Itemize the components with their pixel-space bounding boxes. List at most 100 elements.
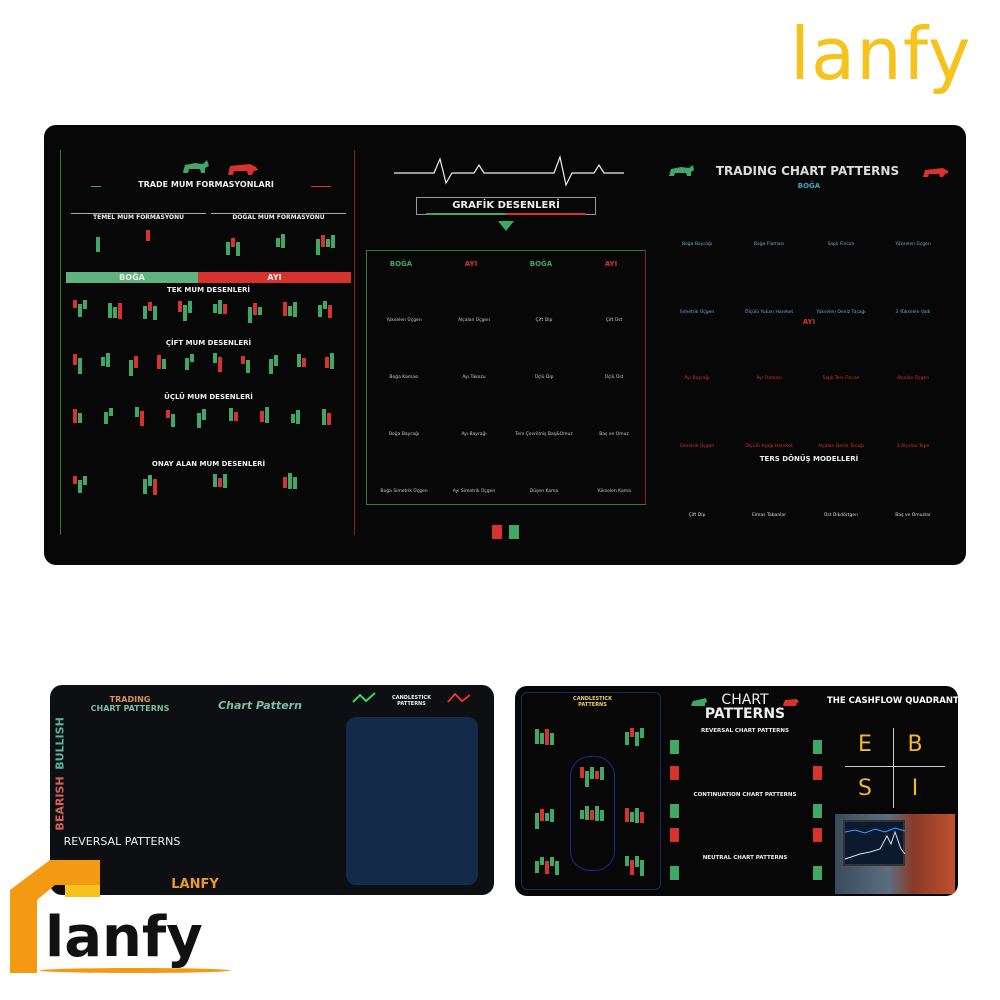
pattern-candle [166, 410, 171, 418]
candle [600, 810, 604, 821]
pattern-candle [143, 306, 147, 319]
candle [635, 808, 639, 823]
br-chart: CHART [721, 692, 769, 708]
chart-pattern-label: Alçalan Üçgen [896, 376, 930, 381]
bear-icon [783, 699, 799, 706]
bear-icon [923, 168, 948, 177]
trader-photo [835, 814, 955, 894]
pattern-candle [78, 413, 82, 423]
pattern-candle [274, 355, 278, 366]
natural-candle [276, 238, 280, 247]
pattern-candle [183, 305, 187, 321]
chart-pattern-label: Çift Dip [688, 513, 706, 518]
right-title: TRADING CHART PATTERNS [715, 164, 900, 178]
natural-candle [236, 242, 240, 256]
bull-bear-badge [813, 740, 822, 754]
pattern-candle [197, 413, 202, 428]
pattern-candle [109, 408, 114, 416]
bull-bear-badge [670, 866, 679, 880]
candle [545, 729, 549, 745]
pattern-candle [288, 473, 292, 489]
pattern-candle [233, 412, 238, 421]
candle [635, 856, 639, 867]
mousepad-turkish-trading: TRADE MUM FORMASYONLARI TEMEL MUM FORMAS… [44, 125, 966, 565]
pattern-label: Baş ve Omuz [599, 432, 629, 437]
bl-bearish: BEARISH [53, 776, 67, 831]
pattern-candle [269, 359, 273, 374]
bl-title-trading: TRADING [109, 695, 151, 704]
pattern-grid-frame [366, 250, 646, 505]
candlestick-section [521, 692, 661, 890]
chart-pattern-label: Boğa Bayrağı [681, 242, 713, 247]
column-header-bear: AYI [604, 260, 618, 268]
pattern-candle [246, 360, 250, 373]
chart-pattern-label: Ayı Flaması [756, 376, 782, 381]
pattern-candle [248, 307, 252, 323]
bear-label: AYI [267, 273, 282, 282]
candle [585, 806, 589, 820]
pattern-label: Ayı Takozu [462, 375, 486, 380]
pattern-candle [218, 300, 222, 314]
candle [630, 812, 634, 822]
candlestick-oval [570, 756, 615, 871]
br-section-neutral: NEUTRAL CHART PATTERNS [702, 855, 788, 861]
candle [600, 767, 604, 780]
monitor-line [844, 827, 906, 860]
natural-candle [326, 239, 330, 247]
pattern-label: Ayı Bayrağı [461, 432, 487, 437]
pattern-label: Yükselen Üçgen [386, 318, 422, 323]
chart-pattern-label: Simetrik Üçgen [679, 310, 715, 315]
pattern-label: Alçalan Üçgen [457, 318, 491, 323]
candle [550, 733, 554, 745]
bull-icon [691, 698, 707, 706]
candle [590, 810, 594, 820]
pattern-label: Ayı Simetrik Üçgen [452, 489, 496, 494]
bear-badge-icon [492, 525, 502, 539]
natural-candle [316, 239, 320, 255]
natural-candle [321, 235, 325, 247]
bear-bar: AYI [198, 272, 351, 283]
pattern-candle [218, 357, 222, 372]
candle [545, 861, 549, 874]
bull-bear-badge [813, 766, 822, 780]
column-header-bull: BOĞA [529, 260, 553, 268]
bull-head-icon [498, 221, 514, 231]
candle [625, 808, 629, 822]
pattern-candle [129, 360, 133, 376]
br-section-continuation: CONTINUATION CHART PATTERNS [693, 792, 797, 798]
pattern-candle [140, 411, 145, 426]
natural-candle [226, 242, 230, 255]
candle [535, 813, 539, 829]
chart-pattern-label: Yükselen Üçgen [895, 242, 931, 247]
left-title: TRADE MUM FORMASYONLARI [101, 180, 311, 189]
br-section-reversal: REVERSAL CHART PATTERNS [701, 728, 789, 734]
candle [555, 861, 559, 875]
bull-bear-badge [670, 828, 679, 842]
pattern-candle [213, 474, 217, 487]
pattern-candle [104, 412, 109, 424]
brand-logo-mark [5, 855, 105, 975]
pattern-label: Boğa Simetrik Üçgen [380, 489, 428, 494]
pattern-candle [78, 358, 82, 374]
chart-pattern-label: Ayı Bayrağı [684, 376, 710, 381]
brand-logo-text: lanfy [790, 12, 972, 96]
pattern-candle [153, 479, 157, 495]
natural-candle [281, 234, 285, 248]
pattern-candle [330, 353, 334, 369]
pattern-candle [293, 302, 297, 317]
candlestick-panel: TRADE MUM FORMASYONLARI TEMEL MUM FORMAS… [60, 150, 355, 535]
basic-candle [96, 237, 100, 252]
section-confirmed: ONAY ALAN MUM DESENLERİ [151, 460, 266, 468]
candle [630, 728, 634, 737]
pattern-candle [213, 353, 217, 363]
bull-bear-badge [813, 804, 822, 818]
candle [635, 732, 639, 746]
candle [585, 771, 589, 787]
chart-pattern-label: Ölçülü Aşağı Hareket [745, 444, 793, 449]
chart-pattern-label: Saplı Ters Fincan [822, 376, 860, 381]
pattern-label: Çift Üst [605, 318, 623, 323]
candle [595, 806, 599, 821]
bull-icon [669, 165, 694, 176]
chart-pattern-label: Boğa Flaması [753, 242, 785, 247]
candle [540, 809, 544, 821]
